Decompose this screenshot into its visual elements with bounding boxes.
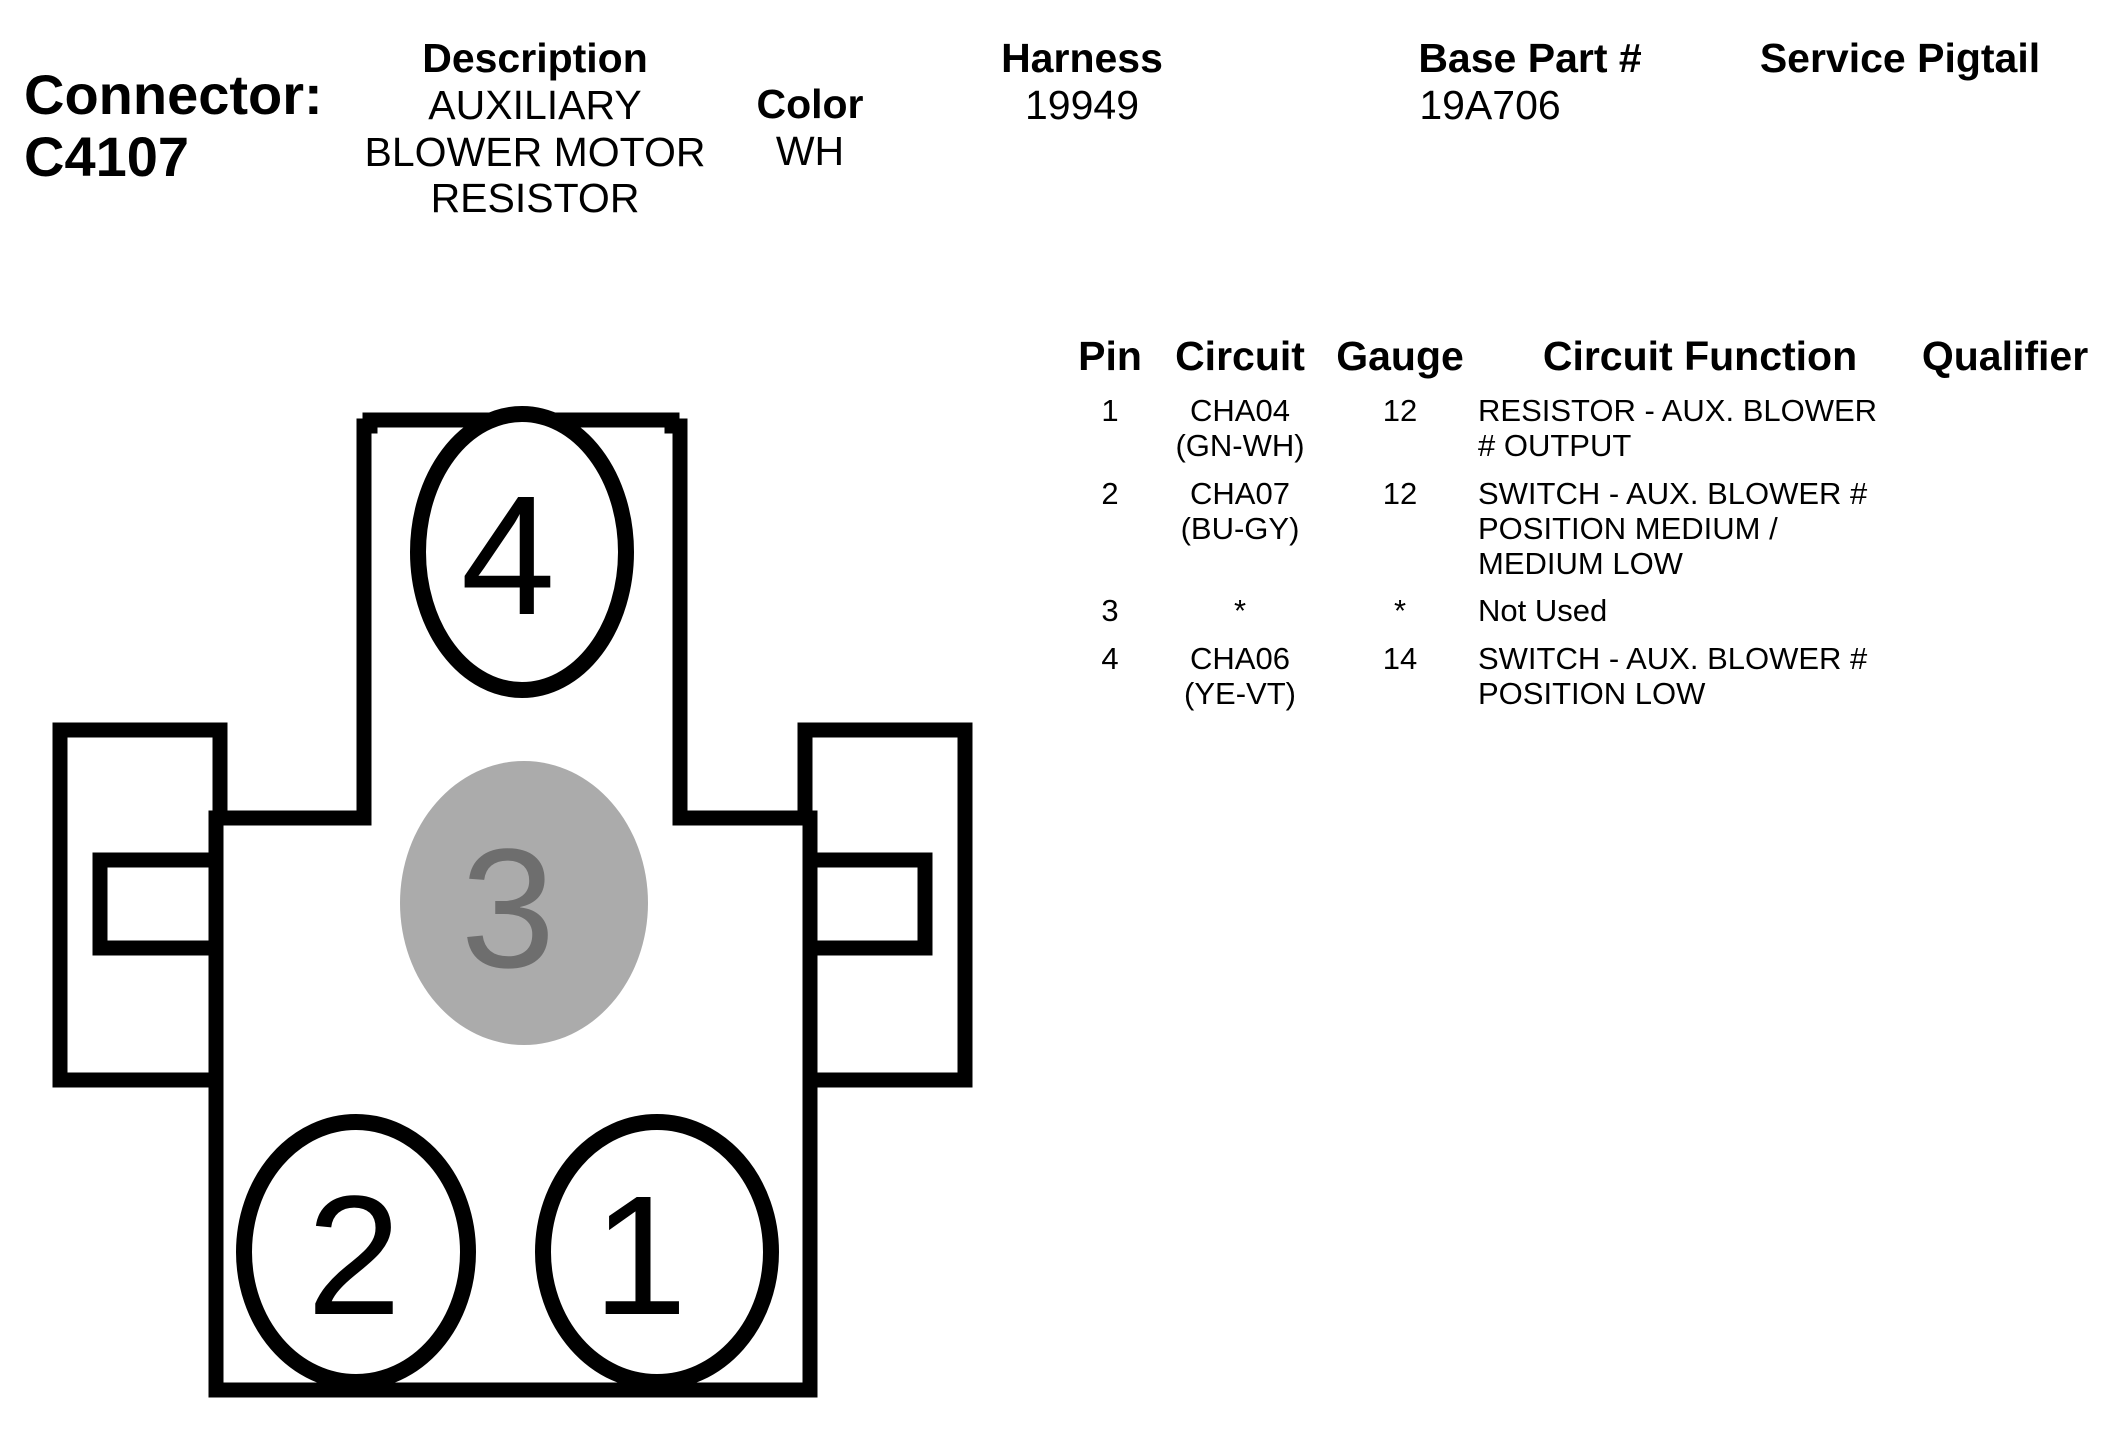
pin-number: 2 (1101, 476, 1119, 511)
col-header-qualifier: Qualifier (1921, 333, 2089, 379)
col-header-circuit: Circuit (1175, 333, 1305, 379)
description-line: BLOWER MOTOR (364, 128, 706, 175)
color-header: Color (756, 81, 864, 127)
harness-header: Harness (1001, 35, 1163, 81)
circuit-color: (GN-WH) (1175, 428, 1305, 463)
left-latch (92, 852, 238, 956)
base-part-value: 19A706 (1419, 82, 1561, 128)
base-part-column: Base Part # 19A706 (1330, 34, 1650, 129)
function-line: SWITCH - AUX. BLOWER # (1478, 476, 1868, 511)
circuit-color: (BU-GY) (1180, 511, 1300, 546)
gauge-cell: * (1393, 593, 1407, 628)
gauge-cell: 14 (1382, 641, 1418, 676)
harness-value: 19949 (1024, 82, 1139, 128)
pin-label: 2 (307, 1161, 402, 1351)
service-pigtail-header: Service Pigtail (1759, 35, 2041, 81)
connector-label: Connector: (24, 63, 323, 126)
pin-cavity-3: 3 (400, 761, 648, 1045)
circuit-code: * (1233, 593, 1247, 628)
col-header-pin: Pin (1078, 333, 1142, 379)
pin-cavity-1: 1 (535, 1114, 779, 1390)
function-cell: SWITCH - AUX. BLOWER # POSITION MEDIUM /… (1478, 476, 1898, 581)
circuit-code: CHA06 (1190, 641, 1290, 676)
col-header-function: Circuit Function (1542, 333, 1858, 379)
pin-label: 1 (593, 1161, 688, 1351)
pin-label: 4 (461, 461, 556, 651)
pin-cavity-shape-unused (400, 761, 648, 1045)
description-header: Description (422, 35, 648, 81)
connector-id: C4107 (24, 125, 190, 188)
service-pigtail-column: Service Pigtail (1720, 34, 2080, 82)
function-line: # OUTPUT (1478, 428, 1632, 463)
description-column: Description AUXILIARY BLOWER MOTOR RESIS… (335, 34, 735, 222)
function-line: Not Used (1478, 593, 1608, 628)
circuit-color: (YE-VT) (1184, 676, 1296, 711)
pin-number: 1 (1101, 393, 1119, 428)
pin-number: 4 (1101, 641, 1119, 676)
pin-label: 3 (461, 814, 556, 1004)
function-cell: RESISTOR - AUX. BLOWER # OUTPUT (1478, 393, 1898, 463)
function-cell: Not Used (1478, 593, 1898, 628)
col-header-gauge: Gauge (1336, 333, 1464, 379)
function-line: RESISTOR - AUX. BLOWER (1478, 393, 1878, 428)
gauge-cell: 12 (1382, 476, 1418, 511)
color-value: WH (775, 128, 845, 174)
function-line: POSITION MEDIUM / (1478, 511, 1778, 546)
pin-number: 3 (1101, 593, 1119, 628)
description-line: AUXILIARY (428, 82, 642, 128)
function-line: SWITCH - AUX. BLOWER # (1478, 641, 1868, 676)
pin-cavity-shape (236, 1114, 476, 1390)
pin-cavity-shape (410, 406, 634, 698)
description-line: RESISTOR (430, 175, 640, 221)
circuit-code: CHA07 (1190, 476, 1290, 511)
pin-cavity-4: 4 (410, 406, 634, 698)
gauge-cell: 12 (1382, 393, 1418, 428)
circuit-cell: CHA04 (GN-WH) (1140, 393, 1340, 463)
color-column: Color WH (710, 80, 910, 175)
function-cell: SWITCH - AUX. BLOWER # POSITION LOW (1478, 641, 1898, 711)
pin-cavity-2: 2 (236, 1114, 476, 1390)
function-line: MEDIUM LOW (1478, 546, 1683, 581)
base-part-header: Base Part # (1418, 35, 1642, 81)
circuit-code: CHA04 (1190, 393, 1290, 428)
connector-title: Connector: C4107 (24, 64, 323, 188)
circuit-cell: CHA06 (YE-VT) (1140, 641, 1340, 711)
circuit-cell: * (1140, 593, 1340, 628)
pin-cavity-shape (535, 1114, 779, 1390)
circuit-cell: CHA07 (BU-GY) (1140, 476, 1340, 546)
harness-column: Harness 19949 (932, 34, 1232, 129)
pin-cavities: 4 3 2 1 (236, 406, 779, 1390)
function-line: POSITION LOW (1478, 676, 1706, 711)
